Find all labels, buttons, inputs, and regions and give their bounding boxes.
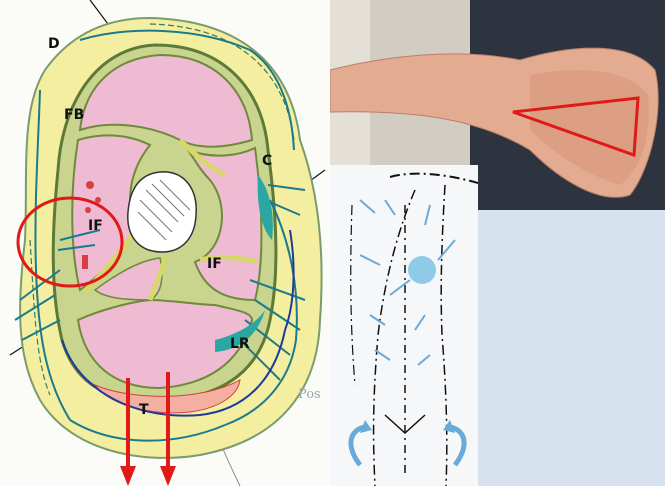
curved-arrow-right (450, 427, 464, 465)
drainage-arrows (360, 200, 455, 365)
cross-section-drawing: D FB C IF IF LR T Pos (0, 0, 330, 486)
arm-outline-right (441, 185, 447, 486)
label-FB: FB (64, 107, 84, 123)
label-IF-right: IF (207, 256, 222, 272)
blank-background (478, 210, 665, 486)
arm-outline-left (374, 190, 415, 486)
arrow-left-head (120, 466, 136, 486)
side-contour (351, 205, 355, 385)
vessel-dot (85, 207, 91, 213)
vessel-dot (86, 181, 94, 189)
label-T: T (139, 402, 149, 418)
lymph-diagram-svg (330, 165, 478, 486)
lymph-node (408, 256, 436, 284)
vessel-dot (82, 255, 88, 269)
lymph-drainage-diagram (330, 165, 478, 486)
cross-section-svg: D FB C IF IF LR T Pos (0, 0, 330, 486)
faint-handwriting: Pos (298, 387, 321, 402)
curved-arrow-left (351, 427, 365, 465)
label-LR: LR (230, 336, 250, 352)
arrow-right-head (160, 466, 176, 486)
label-D: D (48, 36, 60, 52)
label-C: C (262, 153, 272, 169)
label-IF-left: IF (88, 218, 103, 234)
bone (128, 172, 196, 252)
shoulder-contour (390, 174, 478, 183)
